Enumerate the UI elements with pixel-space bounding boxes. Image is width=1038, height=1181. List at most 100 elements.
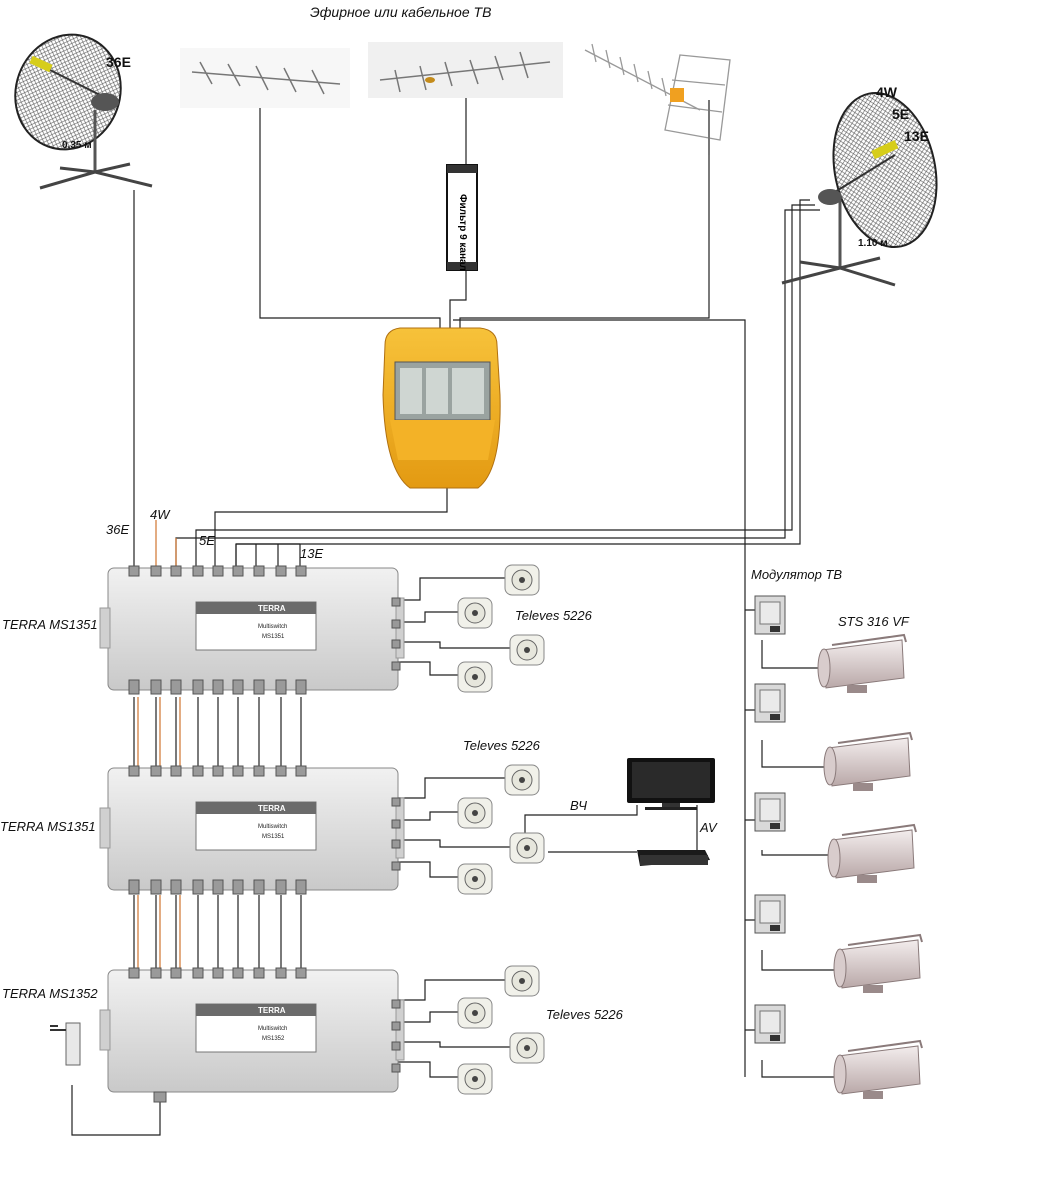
input-label-13e: 13E — [300, 546, 324, 561]
plate-subtitle: Multiswitch — [258, 824, 287, 830]
f-connector — [253, 765, 265, 777]
f-connector — [275, 765, 287, 777]
f-connector — [150, 565, 162, 577]
f-connector — [128, 879, 140, 895]
f-connector — [232, 967, 244, 979]
tv-set — [627, 758, 715, 810]
wiring — [71, 85, 840, 1136]
f-connector — [275, 879, 287, 895]
outlet-label-3: Televes 5226 — [546, 1007, 623, 1022]
tv-modulator — [754, 792, 786, 832]
plate-model: MS1351 — [262, 834, 285, 840]
cctv-camera — [817, 633, 907, 693]
tv-wall-outlet — [457, 863, 493, 895]
orange-wiring — [137, 520, 181, 972]
f-connector — [232, 879, 244, 895]
f-connector — [295, 967, 307, 979]
f-connector — [275, 967, 287, 979]
f-connector — [170, 565, 182, 577]
output-connector — [391, 1041, 401, 1051]
f-connector — [170, 967, 182, 979]
tv-wall-outlet — [457, 797, 493, 829]
tv-wall-outlet — [504, 564, 540, 596]
f-connector — [253, 679, 265, 695]
tv-av-label: AV — [700, 820, 717, 835]
output-connector — [391, 1021, 401, 1031]
f-connector — [170, 679, 182, 695]
f-connector — [128, 565, 140, 577]
f-connector — [150, 967, 162, 979]
output-connector — [391, 639, 401, 649]
f-connector — [275, 565, 287, 577]
tv-wall-outlet — [457, 597, 493, 629]
f-connector — [150, 879, 162, 895]
small-satellite-dish — [14, 33, 153, 190]
multiswitch-1-label: TERRA MS1351 — [2, 617, 98, 632]
large-dish-sat-4w: 4W — [876, 84, 897, 100]
output-connector — [391, 1063, 401, 1073]
f-connector — [212, 565, 224, 577]
tv-modulator — [754, 683, 786, 723]
outlet-label-1: Televes 5226 — [515, 608, 592, 623]
tv-modulator — [754, 595, 786, 635]
cctv-camera — [833, 1039, 923, 1099]
tv-wall-outlet — [457, 997, 493, 1029]
power-supply — [50, 1022, 81, 1066]
output-connector — [391, 999, 401, 1009]
f-connector — [212, 967, 224, 979]
plate-model: MS1351 — [262, 634, 285, 640]
input-label-36e: 36E — [106, 522, 130, 537]
f-connector — [232, 765, 244, 777]
small-dish-sat-label: 36E — [106, 54, 131, 70]
output-connector — [391, 797, 401, 807]
plate-brand: TERRA — [258, 804, 286, 813]
f-connector — [150, 679, 162, 695]
camera-label: STS 316 VF — [838, 614, 909, 629]
tv-wall-outlet — [504, 965, 540, 997]
large-satellite-dish — [781, 91, 938, 287]
power-connector — [153, 1091, 167, 1103]
f-connector — [253, 967, 265, 979]
plate-brand: TERRA — [258, 1006, 286, 1015]
yagi-antenna-1 — [180, 48, 350, 108]
plate-brand: TERRA — [258, 604, 286, 613]
modulator-label: Модулятор ТВ — [751, 567, 843, 582]
tv-wall-outlet — [509, 832, 545, 864]
tv-wall-outlet — [457, 661, 493, 693]
f-connector — [192, 765, 204, 777]
plate-model: MS1352 — [262, 1036, 285, 1042]
f-connector — [170, 765, 182, 777]
output-connector — [391, 619, 401, 629]
uhf-grid-antenna — [584, 43, 731, 155]
f-connector — [253, 565, 265, 577]
tv-wall-outlet — [509, 1032, 545, 1064]
plate-subtitle: Multiswitch — [258, 624, 287, 630]
tv-modulator — [754, 894, 786, 934]
large-dish-sat-5e: 5E — [892, 106, 910, 122]
outlet-label-2: Televes 5226 — [463, 738, 540, 753]
f-connector — [212, 679, 224, 695]
f-connector — [192, 967, 204, 979]
output-connector — [391, 839, 401, 849]
f-connector — [192, 565, 204, 577]
input-label-5e: 5E — [199, 533, 215, 548]
f-connector — [295, 765, 307, 777]
plate-subtitle: Multiswitch — [258, 1026, 287, 1032]
f-connector — [170, 879, 182, 895]
f-connector — [295, 565, 307, 577]
f-connector — [128, 765, 140, 777]
filter-label: Фильтр 9 канал — [457, 194, 468, 271]
f-connector — [128, 679, 140, 695]
headend-amplifier — [382, 327, 501, 489]
large-dish-sat-13e: 13E — [904, 128, 929, 144]
tv-wall-outlet — [509, 634, 545, 666]
output-connector — [391, 661, 401, 671]
f-connector — [295, 679, 307, 695]
tv-wall-outlet — [504, 764, 540, 796]
f-connector — [150, 765, 162, 777]
channel-9-filter — [446, 164, 478, 271]
